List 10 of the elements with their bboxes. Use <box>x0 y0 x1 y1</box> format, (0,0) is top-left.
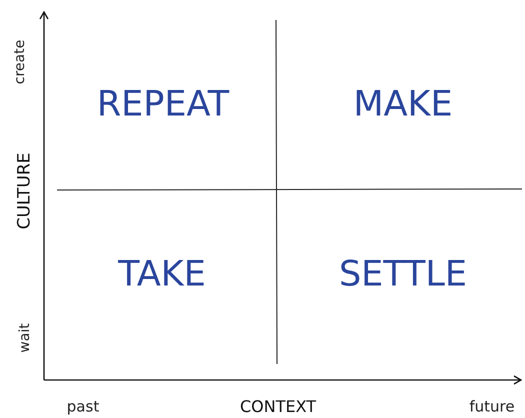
quadrant-label: MAKE <box>353 88 453 122</box>
axis-end-label: past <box>66 400 100 414</box>
quadrant-label: REPEAT <box>96 88 230 122</box>
quadrant-label: TAKE <box>118 258 206 292</box>
axis-end-label: wait <box>18 323 32 353</box>
axis-end-label: create <box>13 40 27 84</box>
quadrant-label: SETTLE <box>338 258 468 292</box>
axis-title: CULTURE <box>16 152 34 230</box>
axis-title: CONTEXT <box>240 399 316 415</box>
axis-end-label: future <box>469 400 515 414</box>
